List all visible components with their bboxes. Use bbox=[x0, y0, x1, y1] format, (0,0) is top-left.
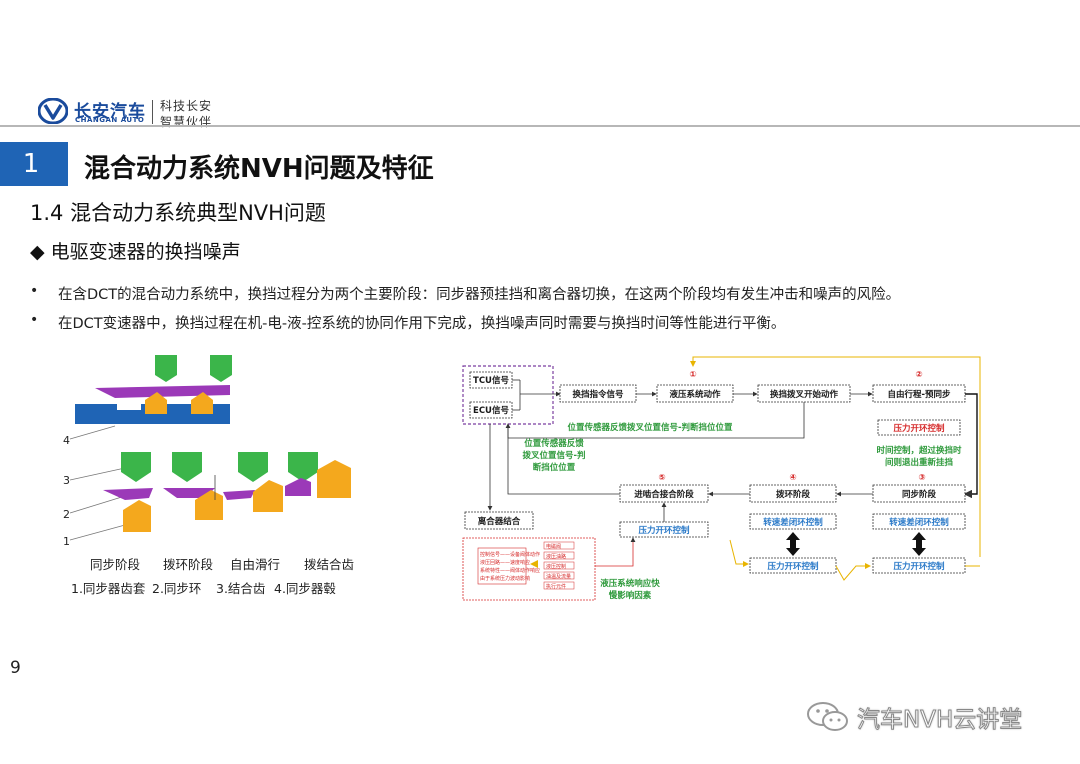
part-number-1: 1 bbox=[63, 535, 70, 548]
double-arrow-right bbox=[912, 532, 926, 556]
bullet-dot: • bbox=[30, 312, 39, 328]
pressure-control-box-mid: 压力开环控制 bbox=[767, 561, 819, 572]
bullet-heading: ◆ 电驱变速器的换挡噪声 bbox=[30, 241, 241, 263]
svg-text:电磁阀: 电磁阀 bbox=[546, 543, 561, 550]
step-circle-5: ⑤ bbox=[658, 473, 665, 483]
part-number-2: 2 bbox=[63, 508, 70, 521]
feedback-text-1: 位置传感器反馈 bbox=[524, 438, 584, 449]
pressure-control-box-right: 压力开环控制 bbox=[893, 561, 945, 572]
step-circle-1: ① bbox=[689, 370, 696, 380]
hydraulic-note-2: 慢影响因素 bbox=[609, 590, 652, 601]
closed-loop-box-right: 转速差闭环控制 bbox=[889, 517, 949, 528]
stage-label-sync: 同步阶段 bbox=[90, 557, 141, 572]
wechat-icon bbox=[807, 702, 848, 731]
top-assembly bbox=[75, 355, 232, 424]
mini-diagram-box bbox=[462, 537, 596, 601]
svg-text:执行元件: 执行元件 bbox=[546, 583, 566, 590]
mini-left-3: 系统特性——阀体动作响应 bbox=[480, 567, 540, 574]
sync-stage-box: 同步阶段 bbox=[902, 489, 937, 500]
stage-column-4 bbox=[285, 452, 351, 498]
brand-name-cn: 长安汽车 bbox=[74, 102, 146, 122]
bullet-text-2: 在DCT变速器中，换挡过程在机-电-液-控系统的协同作用下完成，换挡噪声同时需要… bbox=[58, 316, 786, 332]
shift-flowchart: TCU信号 ECU信号 换挡指令信号 液压系统动作 换挡拨叉开始动作 自由行程-… bbox=[462, 356, 981, 601]
legend-item-2: 2.同步环 bbox=[152, 581, 202, 596]
brand-name-en: CHANGAN AUTO bbox=[75, 116, 145, 124]
bullet-text-1: 在含DCT的混合动力系统中，换挡过程分为两个主要阶段：同步器预挂挡和离合器切换，… bbox=[58, 287, 901, 303]
stage-column-3 bbox=[223, 452, 283, 512]
legend-item-4: 4.同步器毂 bbox=[274, 581, 336, 596]
pressure-control-box-left: 压力开环控制 bbox=[638, 525, 690, 536]
double-arrow-mid bbox=[786, 532, 800, 556]
slogan-line-1: 科技长安 bbox=[160, 99, 213, 113]
stage-label-free: 自由滑行 bbox=[230, 557, 281, 572]
synchronizer-diagram: 4 3 2 1 bbox=[63, 355, 351, 548]
part-number-4: 4 bbox=[63, 434, 70, 447]
stage-column-2 bbox=[163, 452, 223, 520]
clutch-engage-box: 离合器结合 bbox=[478, 516, 521, 527]
fork-start-box: 换挡拨叉开始动作 bbox=[770, 389, 839, 400]
section-number: 1 bbox=[22, 149, 40, 179]
time-control-text-1: 时间控制，超过换挡时 bbox=[876, 445, 962, 456]
mini-left-4: 由于系统压力波动影响 bbox=[480, 575, 530, 582]
closed-loop-box-mid: 转速差闭环控制 bbox=[763, 517, 823, 528]
free-travel-box: 自由行程-预同步 bbox=[887, 389, 951, 400]
shift-command-box: 换挡指令信号 bbox=[572, 389, 624, 400]
section-number-box bbox=[0, 142, 68, 186]
changan-logo-icon bbox=[38, 98, 68, 124]
hydraulic-action-box: 液压系统动作 bbox=[669, 389, 721, 400]
slogan-line-2: 智慧伙伴 bbox=[160, 115, 213, 129]
part-number-3: 3 bbox=[63, 474, 70, 487]
svg-text:液压控制: 液压控制 bbox=[546, 563, 566, 570]
legend-item-1: 1.同步器齿套 bbox=[71, 581, 146, 596]
mesh-stage-box: 进啮合接合阶段 bbox=[634, 489, 694, 500]
bullet-dot: • bbox=[30, 283, 39, 299]
mini-left-2: 液压回路——速度响应 bbox=[480, 559, 530, 566]
svg-text:液压油路: 液压油路 bbox=[546, 553, 566, 560]
step-circle-2: ② bbox=[915, 370, 922, 380]
mini-left-1: 控制信号——设备阀体动作 bbox=[480, 551, 540, 558]
pressure-control-box-top: 压力开环控制 bbox=[893, 423, 945, 434]
page-number: 9 bbox=[10, 658, 21, 678]
feedback-line-text: 位置传感器反馈拨叉位置信号-判断挡位位置 bbox=[567, 422, 733, 433]
feedback-text-2: 拨叉位置信号-判 bbox=[522, 450, 585, 461]
hydraulic-note-1: 液压系统响应快 bbox=[600, 578, 660, 589]
header-divider bbox=[152, 100, 153, 124]
feedback-text-3: 断挡位位置 bbox=[533, 462, 576, 473]
svg-text:油温及流量: 油温及流量 bbox=[546, 573, 571, 580]
time-control-text-2: 间则退出重新挂挡 bbox=[885, 457, 954, 468]
stage-label-ring: 拨环阶段 bbox=[163, 557, 214, 572]
stage-column-1 bbox=[103, 452, 153, 532]
step-circle-4: ④ bbox=[789, 473, 796, 483]
ecu-signal: ECU信号 bbox=[473, 405, 509, 416]
stage-label-mesh: 拨结合齿 bbox=[304, 557, 355, 572]
section-title: 混合动力系统NVH问题及特征 bbox=[84, 154, 434, 184]
step-circle-3: ③ bbox=[918, 473, 925, 483]
legend-item-3: 3.结合齿 bbox=[216, 581, 266, 596]
tcu-signal: TCU信号 bbox=[473, 375, 509, 386]
mini-right-list: 电磁阀 液压油路 液压控制 油温及流量 执行元件 bbox=[543, 541, 575, 590]
header-rule bbox=[0, 125, 1080, 127]
ring-stage-box: 拨环阶段 bbox=[776, 489, 811, 500]
sub-title: 1.4 混合动力系统典型NVH问题 bbox=[30, 201, 326, 225]
watermark-text: 汽车NVH云讲堂 bbox=[856, 707, 1023, 734]
